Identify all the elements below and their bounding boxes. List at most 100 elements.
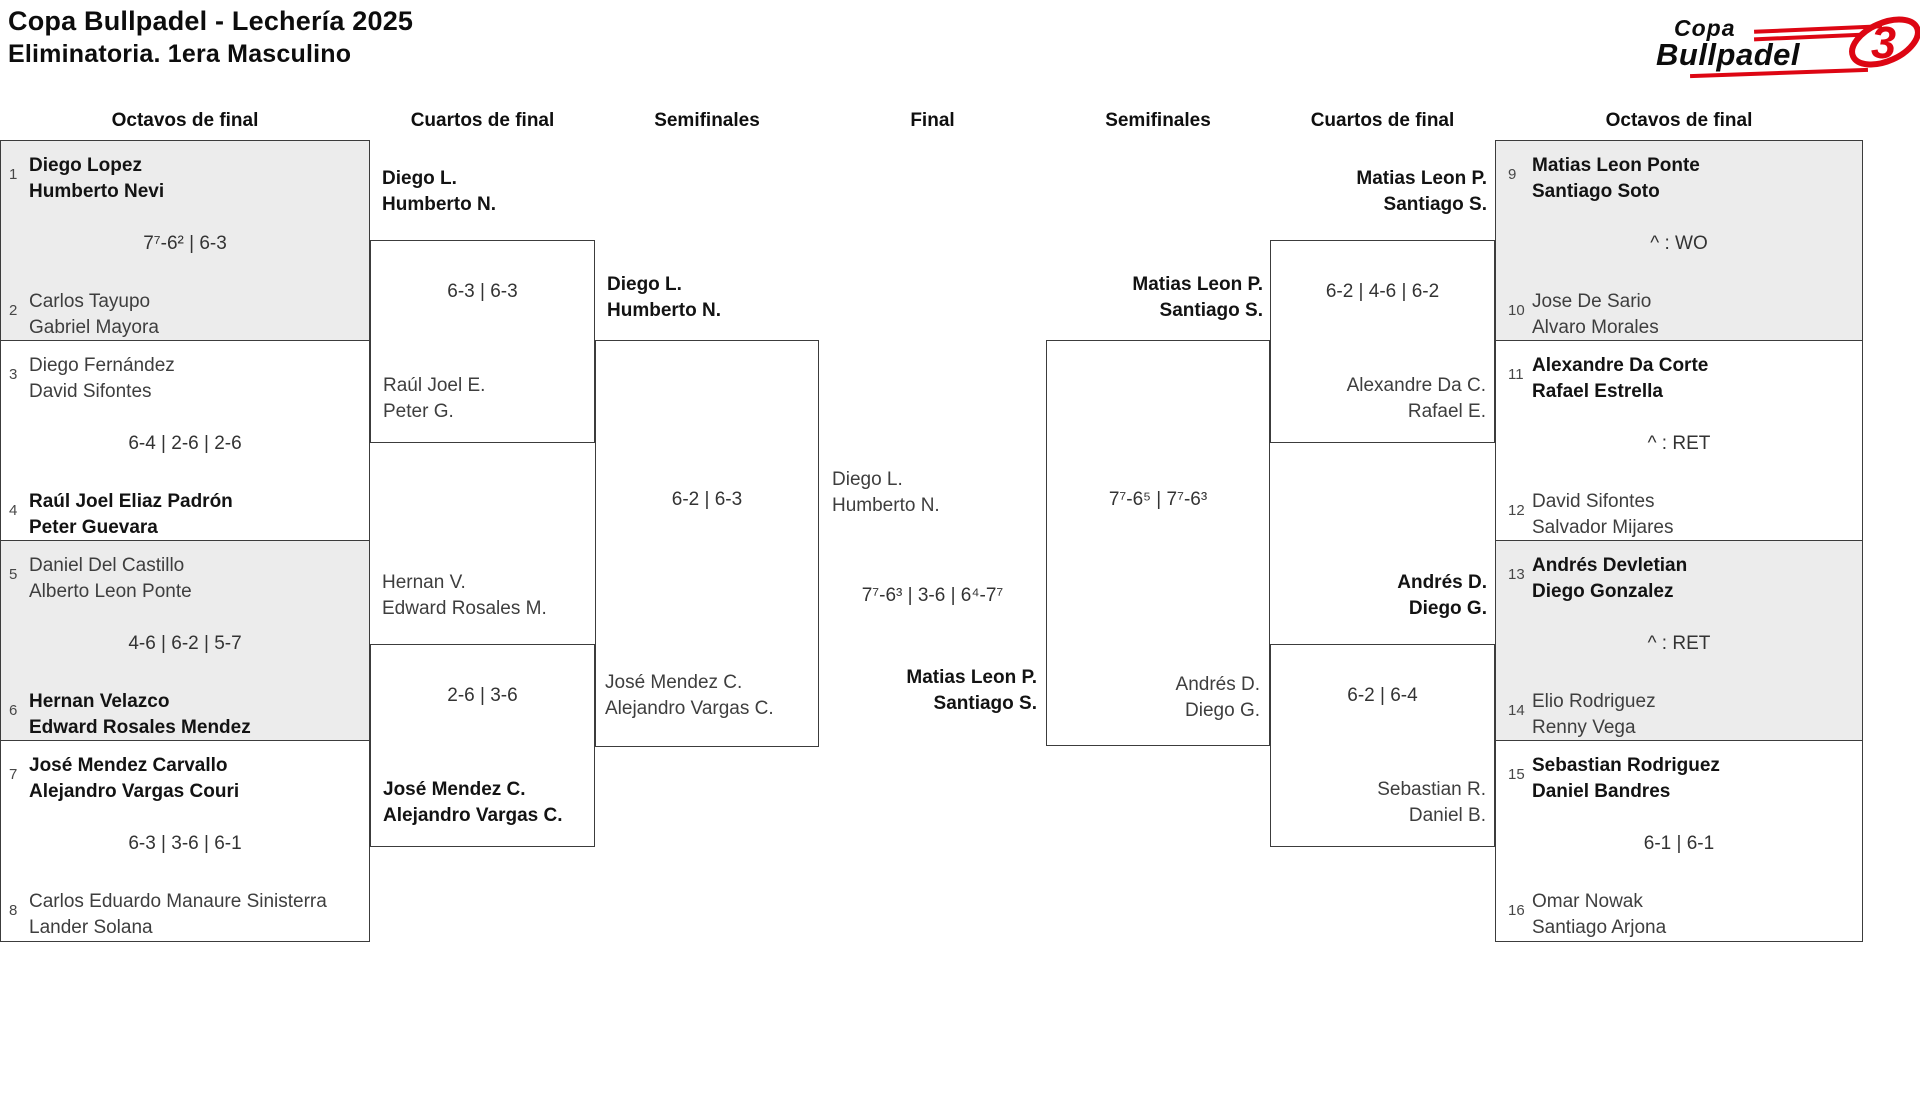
team-name: Elio Rodriguez (1532, 691, 1656, 712)
team-pair: Andrés Devletian Diego Gonzalez (1532, 553, 1687, 605)
team-name: Humberto N. (832, 495, 940, 516)
match-box-cuartos-right-2: 6-2 | 6-4 Sebastian R. Daniel B. (1270, 644, 1495, 847)
team-pair: Alexandre Da Corte Rafael Estrella (1532, 353, 1708, 405)
match-box-octavos-left-4: 7 José Mendez Carvallo Alejandro Vargas … (0, 740, 370, 942)
team-name: Jose De Sario (1532, 291, 1652, 312)
team-name: Humberto N. (382, 194, 496, 215)
seed-number: 13 (1508, 566, 1525, 583)
logo-bullpadel-text: Bullpadel (1656, 37, 1801, 72)
team-pair: Matias Leon P. Santiago S. (737, 665, 1037, 717)
seed-number: 7 (9, 766, 18, 783)
match-score: 2-6 | 3-6 (447, 685, 518, 706)
team-name: Humberto N. (607, 300, 721, 321)
team-name: Raúl Joel Eliaz Padrón (29, 491, 233, 512)
match-box-octavos-right-3: 13 Andrés Devletian Diego Gonzalez ^ : R… (1495, 540, 1863, 742)
page-subtitle: Eliminatoria. 1era Masculino (8, 40, 352, 68)
team-name: Alvaro Morales (1532, 317, 1659, 338)
team-name: Humberto Nevi (29, 181, 165, 202)
team-pair: Diego Fernández David Sifontes (29, 353, 175, 405)
team-name: Santiago S. (1159, 300, 1263, 321)
seed-number: 11 (1508, 366, 1524, 383)
team-name: David Sifontes (1532, 491, 1655, 512)
team-name: Diego Lopez (29, 155, 142, 176)
match-box-octavos-left-1: 1 Diego Lopez Humberto Nevi 7⁷-6² | 6-3 … (0, 140, 370, 342)
team-pair: Jose De Sario Alvaro Morales (1532, 289, 1659, 341)
match-box-cuartos-left-2: 2-6 | 3-6 José Mendez C. Alejandro Varga… (370, 644, 595, 847)
round-label-cuartos-left: Cuartos de final (410, 110, 555, 131)
team-pair: Raúl Joel E. Peter G. (383, 373, 485, 425)
seed-number: 5 (9, 566, 18, 583)
round-label-octavos-right: Octavos de final (1605, 110, 1753, 131)
team-name: Renny Vega (1532, 717, 1636, 738)
team-pair: Hernan V. Edward Rosales M. (382, 570, 547, 622)
match-box-octavos-left-3: 5 Daniel Del Castillo Alberto Leon Ponte… (0, 540, 370, 742)
seed-number: 2 (9, 302, 18, 319)
team-name: Carlos Eduardo Manaure Sinisterra (29, 891, 327, 912)
team-name: Daniel Bandres (1532, 781, 1671, 802)
match-score: 6-3 | 3-6 | 6-1 (128, 833, 242, 854)
seed-number: 8 (9, 902, 18, 919)
team-name: Sebastian R. (1377, 779, 1486, 800)
team-name: Daniel B. (1408, 805, 1486, 826)
seed-number: 1 (9, 166, 18, 183)
match-score: 6-4 | 2-6 | 2-6 (128, 433, 242, 454)
round-label-cuartos-right: Cuartos de final (1310, 110, 1455, 131)
match-score: 6-2 | 6-4 (1347, 685, 1418, 706)
match-score: ^ : RET (1647, 433, 1711, 454)
team-name: Alexandre Da Corte (1532, 355, 1709, 376)
match-score: 7⁷-6⁵ | 7⁷-6³ (1108, 489, 1208, 510)
round-label-final: Final (910, 110, 955, 131)
team-name: José Mendez Carvallo (29, 755, 228, 776)
team-name: Peter G. (383, 401, 454, 422)
team-name: Andrés D. (1397, 572, 1487, 593)
team-pair: Matias Leon P. Santiago S. (963, 272, 1263, 324)
seed-number: 10 (1508, 302, 1525, 319)
team-name: Andrés Devletian (1532, 555, 1688, 576)
team-pair: Matias Leon Ponte Santiago Soto (1532, 153, 1700, 205)
seed-number: 3 (9, 366, 18, 383)
team-name: Diego G. (1408, 598, 1487, 619)
team-name: Diego L. (382, 168, 457, 189)
team-pair: José Mendez Carvallo Alejandro Vargas Co… (29, 753, 239, 805)
team-pair: Alexandre Da C. Rafael E. (1347, 373, 1486, 425)
round-label-semifinales-right: Semifinales (1105, 110, 1211, 131)
seed-number: 4 (9, 502, 18, 519)
team-pair: Sebastian Rodriguez Daniel Bandres (1532, 753, 1720, 805)
match-score: 6-2 | 6-3 (671, 489, 743, 510)
seed-number: 9 (1508, 166, 1517, 183)
team-name: Matias Leon P. (1356, 168, 1487, 189)
team-name: José Mendez C. (383, 779, 526, 800)
team-pair: Diego L. Humberto N. (607, 272, 721, 324)
team-name: Sebastian Rodriguez (1532, 755, 1720, 776)
team-pair: Diego L. Humberto N. (832, 467, 940, 519)
logo-copa-text: Copa (1674, 15, 1736, 41)
round-label-octavos-left: Octavos de final (111, 110, 259, 131)
team-name: Matias Leon P. (1132, 274, 1263, 295)
team-name: Santiago Soto (1532, 181, 1660, 202)
team-pair: Carlos Tayupo Gabriel Mayora (29, 289, 159, 341)
team-name: Matias Leon P. (906, 667, 1037, 688)
match-score: 7⁷-6² | 6-3 (143, 233, 227, 254)
team-pair: José Mendez C. Alejandro Vargas C. (605, 670, 774, 722)
match-box-cuartos-right-1: 6-2 | 4-6 | 6-2 Alexandre Da C. Rafael E… (1270, 240, 1495, 443)
team-name: Alberto Leon Ponte (29, 581, 192, 602)
team-pair: Daniel Del Castillo Alberto Leon Ponte (29, 553, 192, 605)
team-name: José Mendez C. (605, 672, 743, 693)
team-name: Santiago Arjona (1532, 917, 1667, 938)
match-score: ^ : WO (1650, 233, 1708, 254)
round-label-semifinales-left: Semifinales (654, 110, 760, 131)
team-name: Diego Fernández (29, 355, 175, 376)
team-name: Edward Rosales M. (382, 598, 547, 619)
team-pair: Raúl Joel Eliaz Padrón Peter Guevara (29, 489, 233, 541)
seed-number: 15 (1508, 766, 1525, 783)
team-pair: Andrés D. Diego G. (960, 672, 1260, 724)
team-name: Carlos Tayupo (29, 291, 151, 312)
team-name: Diego Gonzalez (1532, 581, 1674, 602)
team-pair: Matias Leon P. Santiago S. (1187, 166, 1487, 218)
match-box-semifinal-left: 6-2 | 6-3 (595, 340, 819, 747)
team-name: Alejandro Vargas Couri (29, 781, 240, 802)
team-name: Salvador Mijares (1532, 517, 1674, 538)
seed-number: 12 (1508, 502, 1525, 519)
team-pair: David Sifontes Salvador Mijares (1532, 489, 1674, 541)
